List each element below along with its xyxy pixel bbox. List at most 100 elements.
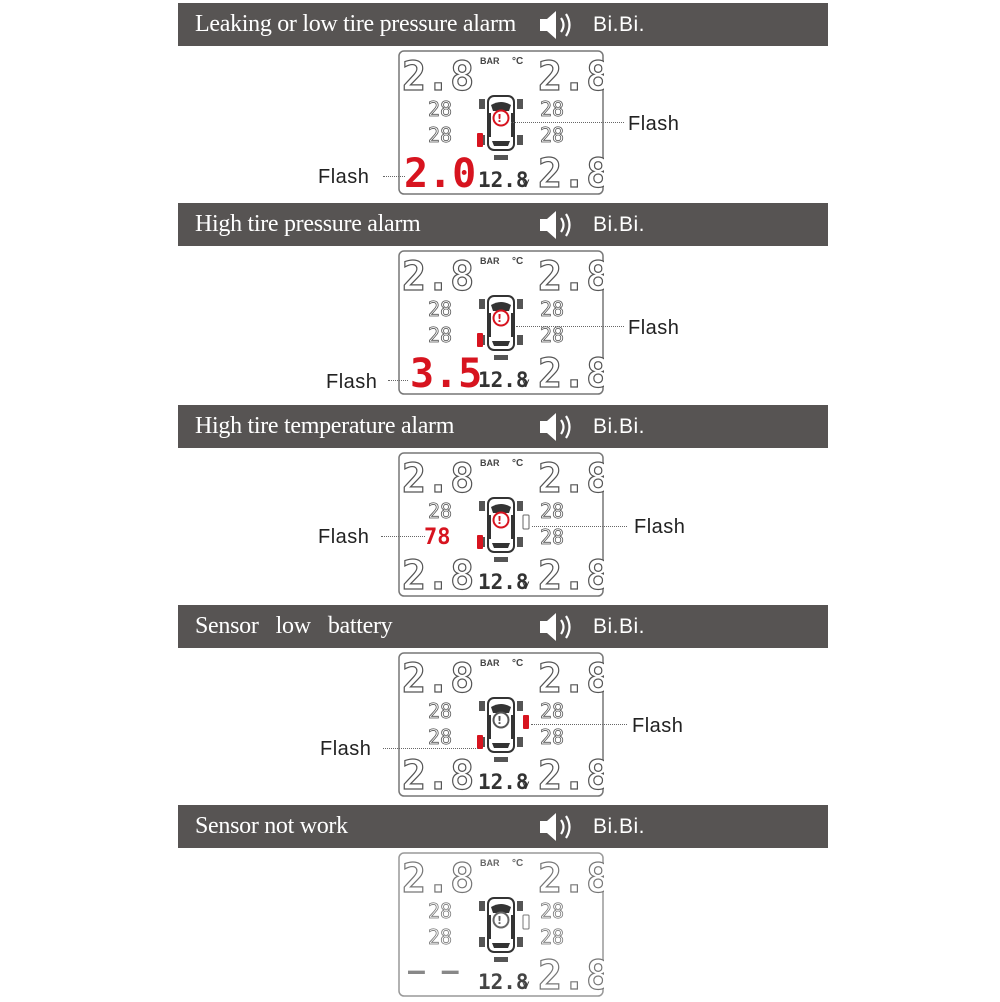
- svg-text:!: !: [497, 514, 502, 527]
- alarm-banner: High tire pressure alarm Bi.Bi.: [178, 203, 828, 246]
- lcd-temp-alarm-value: 78: [424, 525, 451, 550]
- flash-leader-line: [531, 724, 627, 725]
- lcd-unit-celsius: °C: [512, 256, 523, 267]
- beep-sound-text: Bi.Bi.: [593, 415, 646, 438]
- lcd-unit-bar: BAR: [480, 256, 500, 266]
- lcd-temp-front-right: 28: [540, 699, 564, 723]
- svg-text:!: !: [497, 914, 502, 927]
- beep-sound-text: Bi.Bi.: [593, 815, 646, 838]
- lcd-temp-front-left: 28: [428, 899, 452, 923]
- svg-text:!: !: [497, 714, 502, 727]
- flash-label-right: Flash: [628, 113, 680, 135]
- lcd-voltage: 12.8: [478, 368, 529, 392]
- tpms-lcd-display: 2.8 2.8 2.8 3.5 BAR °C 28 28 28 28 ! 12.…: [398, 250, 604, 395]
- tpms-lcd-display: 2.8 2.8 2.8 2.0 BAR °C 28 28 28 28 ! 12.…: [398, 50, 604, 195]
- lcd-unit-bar: BAR: [480, 858, 500, 868]
- tire-alert-icon: [492, 109, 510, 127]
- lcd-pressure-alarm-value: 2.0: [404, 151, 476, 195]
- tpms-lcd-display: 2.8 2.8 2.8 2.8 BAR °C 28 28 28 28 ! 12.…: [398, 652, 604, 797]
- lcd-pressure-rear-right: 2.8: [538, 553, 604, 597]
- lcd-pressure-front-left: 2.8: [402, 254, 474, 300]
- lcd-temp-front-left: 28: [428, 499, 452, 523]
- speaker-icon: [540, 813, 571, 841]
- lcd-pressure-rear-right: 2.8: [538, 351, 604, 395]
- lcd-pressure-rear-right: 2.8: [538, 953, 604, 997]
- lcd-temp-front-left: 28: [428, 97, 452, 121]
- lcd-voltage-unit: V: [522, 178, 530, 190]
- tire-alert-icon: [492, 309, 510, 327]
- speaker-icon: [540, 11, 571, 39]
- lcd-voltage-unit: V: [522, 980, 530, 992]
- lcd-pressure-alarm-value: 3.5: [410, 351, 482, 395]
- alarm-banner: Leaking or low tire pressure alarm Bi.Bi…: [178, 3, 828, 46]
- alarm-title: Sensor not work: [195, 813, 348, 839]
- svg-text:!: !: [497, 112, 502, 125]
- flash-label-right: Flash: [632, 715, 684, 737]
- lcd-temp-rear-left: 28: [428, 323, 452, 347]
- alarm-panel-low-pressure: Leaking or low tire pressure alarm Bi.Bi…: [0, 0, 1000, 200]
- speaker-icon: [540, 413, 571, 441]
- beep-sound-text: Bi.Bi.: [593, 615, 646, 638]
- alarm-panel-high-pressure: High tire pressure alarm Bi.Bi. 2.8 2.8 …: [0, 200, 1000, 400]
- flash-label-left: Flash: [320, 738, 372, 760]
- flash-label-left: Flash: [326, 371, 378, 393]
- lcd-pressure-rear-right: 2.8: [538, 753, 604, 797]
- flash-leader-line: [516, 326, 624, 327]
- battery-icon-rear-left: [477, 333, 483, 347]
- alarm-title: High tire temperature alarm: [195, 413, 455, 439]
- flash-leader-line: [532, 526, 627, 527]
- lcd-pressure-front-right: 2.8: [538, 656, 604, 702]
- battery-icon-front-right: [522, 914, 530, 930]
- battery-icon-rear-left: [477, 133, 483, 147]
- alarm-title: Leaking or low tire pressure alarm: [195, 11, 517, 37]
- lcd-voltage: 12.8: [478, 770, 529, 794]
- lcd-voltage: 12.8: [478, 168, 529, 192]
- lcd-unit-celsius: °C: [512, 858, 523, 869]
- alarm-panel-sensor-not-work: Sensor not work Bi.Bi. 2.8 2.8 2.8 — — B…: [0, 802, 1000, 1002]
- battery-icon-front-right: [522, 514, 530, 530]
- lcd-voltage-unit: V: [522, 780, 530, 792]
- lcd-temp-rear-right: 28: [540, 123, 564, 147]
- lcd-voltage: 12.8: [478, 970, 529, 994]
- flash-label-left: Flash: [318, 526, 370, 548]
- flash-leader-line: [383, 176, 405, 177]
- alarm-banner: High tire temperature alarm Bi.Bi.: [178, 405, 828, 448]
- tire-alert-icon: [492, 511, 510, 529]
- lcd-temp-front-right: 28: [540, 899, 564, 923]
- lcd-voltage-unit: V: [522, 580, 530, 592]
- lcd-temp-rear-left: 28: [428, 725, 452, 749]
- lcd-pressure-rear-left: 2.8: [402, 553, 474, 597]
- flash-leader-line: [383, 748, 478, 749]
- tire-status-icon: [492, 911, 510, 929]
- lcd-pressure-front-right: 2.8: [538, 456, 604, 502]
- tpms-lcd-display: 2.8 2.8 2.8 2.8 BAR °C 28 78 28 28 ! 12.…: [398, 452, 604, 597]
- lcd-temp-front-left: 28: [428, 297, 452, 321]
- lcd-pressure-rear-left: 2.8: [402, 753, 474, 797]
- speaker-icon: [540, 211, 571, 239]
- flash-label-right: Flash: [634, 516, 686, 538]
- lcd-temp-front-left: 28: [428, 699, 452, 723]
- flash-label-left: Flash: [318, 166, 370, 188]
- lcd-pressure-front-right: 2.8: [538, 856, 604, 902]
- tpms-lcd-display: 2.8 2.8 2.8 — — BAR °C 28 28 28 28 ! 12.…: [398, 852, 604, 997]
- lcd-pressure-front-right: 2.8: [538, 254, 604, 300]
- lcd-pressure-front-left: 2.8: [402, 856, 474, 902]
- lcd-unit-bar: BAR: [480, 458, 500, 468]
- lcd-temp-front-right: 28: [540, 297, 564, 321]
- lcd-unit-bar: BAR: [480, 658, 500, 668]
- lcd-pressure-front-right: 2.8: [538, 54, 604, 100]
- alarm-banner: Sensor not work Bi.Bi.: [178, 805, 828, 848]
- lcd-temp-rear-right: 28: [540, 925, 564, 949]
- tire-status-icon: [492, 711, 510, 729]
- flash-label-right: Flash: [628, 317, 680, 339]
- alarm-title: High tire pressure alarm: [195, 211, 421, 237]
- alarm-panel-high-temperature: High tire temperature alarm Bi.Bi. 2.8 2…: [0, 402, 1000, 602]
- svg-text:!: !: [497, 312, 502, 325]
- battery-icon-rear-left: [477, 535, 483, 549]
- lcd-temp-rear-left: 28: [428, 123, 452, 147]
- lcd-temp-rear-left: 28: [428, 925, 452, 949]
- battery-icon-front-right: [523, 715, 529, 729]
- flash-leader-line: [388, 380, 408, 381]
- lcd-voltage-unit: V: [522, 378, 530, 390]
- alarm-banner: Sensor low battery Bi.Bi.: [178, 605, 828, 648]
